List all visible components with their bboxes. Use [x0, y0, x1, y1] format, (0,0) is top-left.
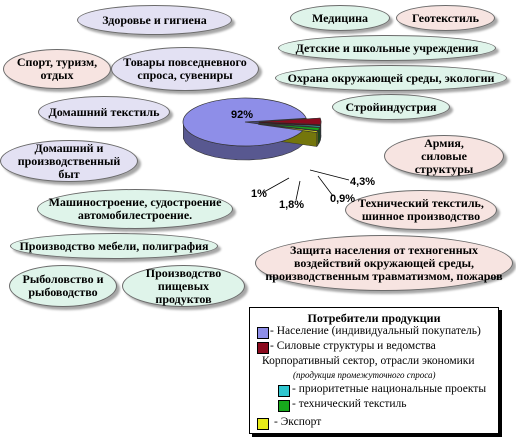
pie-slice-face-0-0	[244, 121, 304, 145]
bubble-medicine: Медицина	[290, 5, 390, 31]
pie-slice-0	[182, 97, 307, 147]
pct-label-population: 92%	[231, 109, 254, 121]
leader-line-2	[295, 180, 301, 201]
leader-line-3	[263, 177, 290, 193]
legend-item-technical: - технический текстиль	[292, 398, 407, 410]
pie-slice-face-3-0	[258, 123, 321, 143]
bubble-home-life: Домашний и производственный быт	[0, 140, 138, 182]
pie-slice-face-1-0	[258, 117, 321, 137]
pie-slice-3	[258, 123, 321, 131]
legend-swatch-security	[257, 342, 269, 354]
bubble-construction: Стройиндустрия	[332, 94, 450, 120]
pie-slice-side-4	[316, 130, 319, 147]
pie-slice-face-1-1	[258, 121, 321, 139]
legend-item-corporate-note: (продукция промежуточного спроса)	[293, 370, 436, 380]
bubble-home-textile: Домашний текстиль	[38, 96, 170, 128]
legend-swatch-export	[257, 418, 269, 430]
bubble-civil-protection: Защита населения от техногенных воздейст…	[255, 235, 513, 291]
legend-item-export: - Экспорт	[274, 416, 322, 428]
pie-slice-1	[258, 117, 322, 125]
bubble-army: Армия, силовые структуры	[384, 135, 504, 177]
pct-label-national: 0,9%	[330, 193, 356, 205]
legend-swatch-population	[257, 327, 269, 339]
pie-slice-side-3	[317, 127, 321, 145]
pct-label-export: 1%	[251, 188, 267, 200]
legend: Потребители продукции - Население (индив…	[249, 307, 499, 434]
legend-item-population: - Население (индивидуальный покупатель)	[270, 325, 481, 337]
pie-slice-side-0	[183, 124, 304, 161]
bubble-health: Здоровье и гигиена	[77, 5, 232, 35]
pie-slice-face-4-0	[258, 124, 319, 146]
legend-swatch-national	[278, 385, 290, 397]
pie-slice-face-3-1	[258, 123, 319, 145]
legend-item-security: - Силовые структуры и ведомства	[270, 340, 436, 352]
pie-slice-4	[258, 124, 319, 133]
leader-line-0	[309, 169, 350, 181]
bubble-technical: Технический текстиль, шинное производств…	[345, 190, 497, 230]
pie-slice-face-0-1	[244, 117, 307, 137]
legend-swatch-technical	[278, 400, 290, 412]
bubble-ecology: Охрана окружающей среды, экологии	[275, 65, 507, 91]
bubble-schools: Детские и школьные учреждения	[278, 35, 496, 61]
bubble-machinery: Машиностроение, судостроение автомобилес…	[37, 189, 233, 229]
bubble-goods: Товары повседневного спроса, сувениры	[111, 47, 259, 91]
legend-item-national: - приоритетные национальные проекты	[292, 383, 487, 395]
pct-label-technical: 1,8%	[279, 199, 305, 211]
legend-item-corporate: Корпоративный сектор, отрасли экономики	[262, 355, 475, 367]
bubble-fishing: Рыболовство и рыбоводство	[9, 265, 117, 307]
pie-slice-face-2-1	[258, 122, 321, 142]
pie-slice-side-2	[319, 125, 321, 142]
bubble-furniture: Производство мебели, полиграфия	[10, 233, 218, 259]
pie-slice-2	[258, 122, 321, 128]
pie-slice-face-4-1	[258, 124, 317, 147]
legend-title: Потребители продукции	[307, 311, 441, 325]
bubble-food: Производство пищевых продуктов	[122, 265, 245, 307]
bubble-geotextile: Геотекстиль	[396, 5, 495, 31]
pct-label-security: 4,3%	[350, 176, 376, 188]
bubble-sport: Спорт, туризм, отдых	[3, 49, 111, 89]
pie-slice-face-2-0	[258, 122, 321, 141]
